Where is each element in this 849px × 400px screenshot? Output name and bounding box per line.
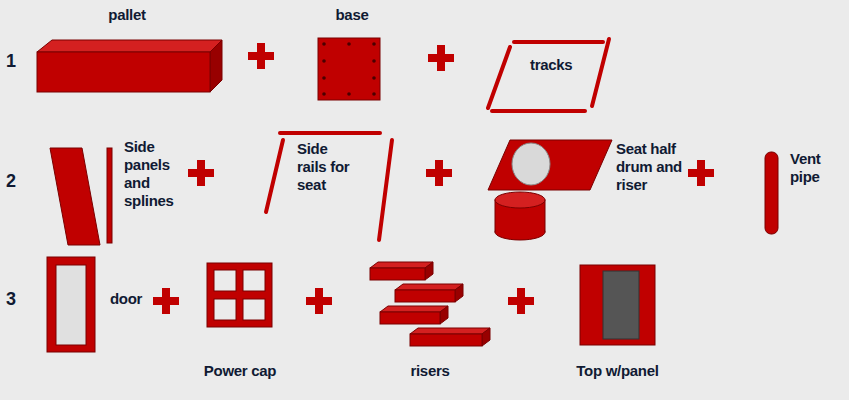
base-shape	[318, 38, 380, 100]
seat-drum-shape	[488, 140, 612, 240]
risers-shape	[370, 262, 490, 346]
door-shape	[47, 257, 95, 352]
part-label: base	[322, 6, 382, 24]
part-label: tracks	[530, 56, 592, 74]
top-panel-shape	[580, 265, 655, 345]
part-label: Side rails for seat	[297, 140, 357, 194]
part-label: Top w/panel	[560, 362, 675, 380]
side-rails-shape	[266, 133, 392, 240]
plus-signs	[153, 43, 714, 314]
part-label: Power cap	[190, 362, 290, 380]
part-label: pallet	[92, 6, 162, 24]
vent-pipe-shape	[765, 152, 778, 234]
side-panel-shape	[50, 148, 112, 245]
row-number: 1	[6, 52, 26, 70]
power-cap-shape	[207, 263, 272, 327]
part-label: Side panels and splines	[124, 138, 186, 210]
row-number: 2	[6, 172, 26, 190]
part-label: Seat half drum and riser	[616, 140, 696, 194]
part-label: Vent pipe	[790, 150, 842, 186]
row-number: 3	[6, 290, 26, 308]
part-label: risers	[390, 362, 470, 380]
tracks-shape	[488, 39, 609, 111]
pallet-shape	[37, 40, 222, 92]
part-label: door	[110, 290, 155, 308]
